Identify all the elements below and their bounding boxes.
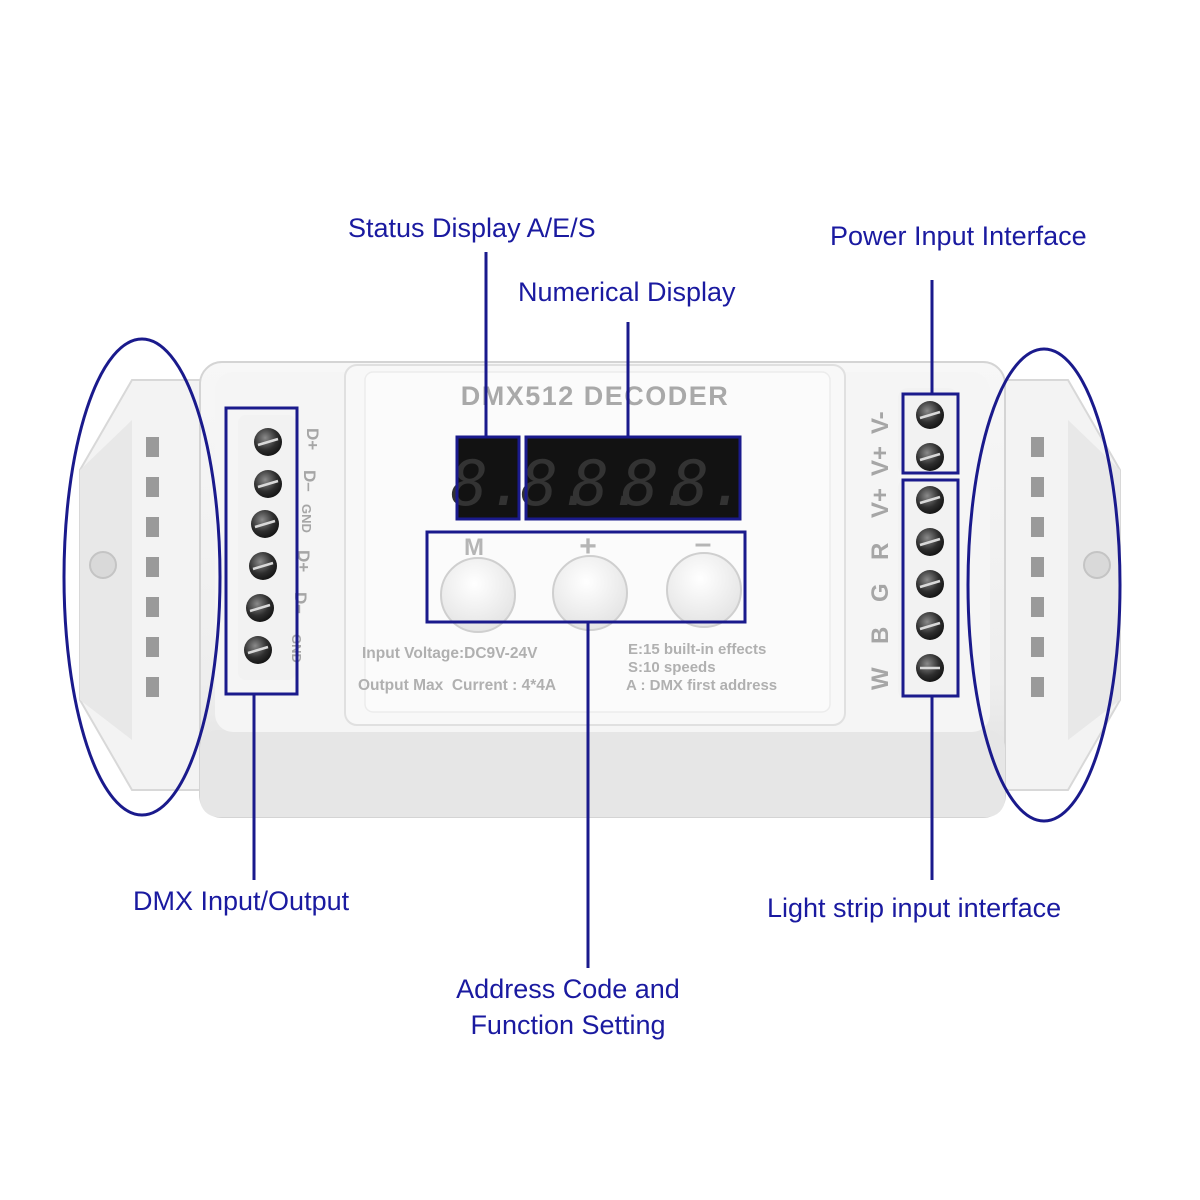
- spec-effects: E:15 built-in effects: [628, 641, 766, 658]
- minus-button[interactable]: [666, 552, 742, 628]
- dmx-screw-2[interactable]: [254, 470, 282, 498]
- power-label-v-plus-2: V+: [867, 488, 894, 518]
- address-setting-line-2: Function Setting: [470, 1010, 666, 1041]
- status-digit: 8.: [451, 447, 526, 520]
- numerical-display-highlight: [524, 435, 742, 521]
- plus-button-group: +: [552, 530, 628, 631]
- dmx-label-gnd-1: GND: [299, 504, 314, 533]
- dmx-screw-5[interactable]: [246, 594, 274, 622]
- numeric-digit-2: 8.: [572, 447, 647, 520]
- power-strip-terminal-labels: V- V+ V+ R G B W: [867, 411, 894, 690]
- dmx-label-d-plus-2: D+: [294, 550, 313, 572]
- power-label-v-minus: V-: [867, 411, 894, 434]
- strip-screw-5[interactable]: [916, 654, 944, 682]
- strip-screw-2[interactable]: [916, 528, 944, 556]
- address-setting-line-1: Address Code and: [456, 974, 680, 1004]
- spec-speeds: S:10 speeds: [628, 659, 716, 676]
- dmx-label-d-minus-1: D–: [300, 470, 319, 492]
- dmx-screw-3[interactable]: [251, 510, 279, 538]
- left-ear-highlight: [62, 337, 222, 817]
- mode-button[interactable]: [440, 557, 516, 633]
- strip-screw-1[interactable]: [916, 486, 944, 514]
- numeric-digit-1: 8.: [521, 447, 596, 520]
- dmx-screw-1[interactable]: [254, 428, 282, 456]
- strip-terminal-block: [898, 478, 958, 700]
- numerical-display: 8. 8. 8. 8.: [521, 438, 747, 520]
- left-vent-slots: [146, 437, 159, 697]
- right-ear-highlight: [966, 347, 1122, 823]
- dmx-terminal-labels: D+ D– GND D+ D– GND: [289, 428, 322, 663]
- strip-screw-4[interactable]: [916, 612, 944, 640]
- strip-screw-3[interactable]: [916, 570, 944, 598]
- status-display: 8.: [451, 438, 526, 520]
- spec-input-voltage: Input Voltage:DC9V-24V: [362, 645, 538, 662]
- minus-button-group: –: [666, 527, 742, 628]
- address-setting-callout: Address Code and Function Setting: [440, 971, 696, 1044]
- numeric-digit-3: 8.: [622, 447, 697, 520]
- light-strip-callout: Light strip input interface: [767, 893, 1062, 923]
- spec-output-current: Output Max Current : 4*4A: [358, 677, 556, 694]
- annotation-overlays: [62, 252, 1122, 968]
- mode-button-label: M: [464, 534, 484, 561]
- right-vent-slots: [1031, 437, 1044, 697]
- status-display-highlight: [455, 435, 521, 521]
- buttons-highlight: [425, 530, 747, 624]
- dmx-screw-6[interactable]: [244, 636, 272, 664]
- dmx-io-callout: DMX Input/Output: [133, 886, 350, 916]
- dmx-screw-4[interactable]: [249, 552, 277, 580]
- status-display-callout: Status Display A/E/S: [348, 213, 596, 243]
- dmx-label-d-minus-2: D–: [291, 592, 310, 614]
- dmx-label-d-plus-1: D+: [303, 428, 322, 450]
- power-input-callout: Power Input Interface: [830, 221, 1087, 251]
- power-screw-2[interactable]: [916, 443, 944, 471]
- strip-label-w: W: [867, 667, 894, 690]
- power-screw-1[interactable]: [916, 401, 944, 429]
- mode-button-group: M: [440, 534, 516, 633]
- numerical-display-callout: Numerical Display: [518, 277, 736, 307]
- right-mounting-ear: [984, 379, 1121, 791]
- spec-dmx-address: A : DMX first address: [626, 677, 777, 694]
- power-terminal-block: [898, 388, 958, 476]
- power-label-v-plus-1: V+: [867, 446, 894, 476]
- strip-label-r: R: [867, 543, 894, 560]
- strip-label-b: B: [867, 627, 894, 644]
- left-mounting-ear: [79, 379, 216, 791]
- plus-button-label: +: [579, 530, 597, 563]
- dmx-terminal-block: [238, 415, 296, 680]
- dmx-terminal-highlight: [224, 406, 299, 696]
- brand-label: DMX512 DECODER: [461, 381, 730, 411]
- numeric-digit-4: 8.: [672, 447, 747, 520]
- spec-text: Input Voltage:DC9V-24V Output Max Curren…: [358, 641, 777, 694]
- plus-button[interactable]: [552, 555, 628, 631]
- minus-button-label: –: [695, 527, 712, 560]
- strip-label-g: G: [867, 583, 894, 602]
